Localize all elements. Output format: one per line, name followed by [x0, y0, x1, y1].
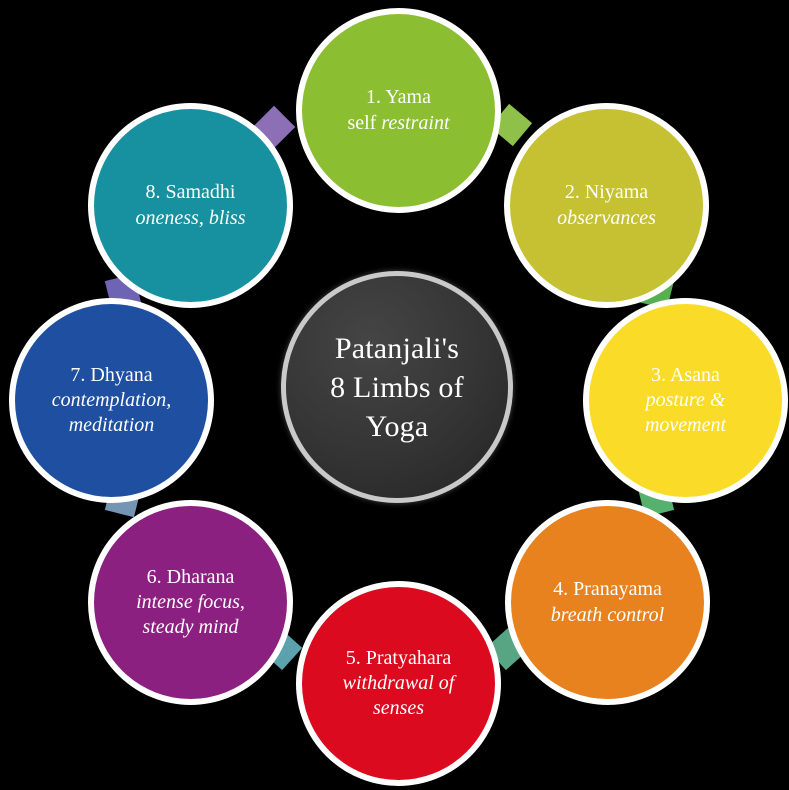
center-hub[interactable]: Patanjali's 8 Limbs of Yoga — [281, 271, 513, 503]
limb-subtitle-asana-line2: movement — [644, 414, 727, 437]
limb-label-pratyahara: 5. Pratyahara withdrawal of senses — [337, 646, 461, 722]
limb-circle-dharana[interactable]: 6. Dharana intense focus, steady mind — [88, 500, 293, 705]
limb-subtitle-pratyahara-line1: withdrawal of — [342, 671, 455, 694]
limb-title-pranayama: 4. Pranayama — [553, 578, 662, 601]
limb-label-asana: 3. Asana posture & movement — [639, 363, 732, 439]
limb-subtitle-niyama: observances — [557, 206, 656, 229]
limb-label-niyama: 2. Niyama observances — [551, 180, 662, 230]
limb-title-niyama: 2. Niyama — [564, 181, 649, 204]
limb-subtitle-pranayama: breath control — [550, 603, 665, 626]
center-hub-label: Patanjali's 8 Limbs of Yoga — [330, 329, 464, 446]
limb-circle-dhyana[interactable]: 7. Dhyana contemplation, meditation — [9, 298, 214, 503]
limb-subtitle-dharana-line2: steady mind — [142, 616, 239, 639]
limb-title-asana: 3. Asana — [651, 363, 720, 386]
limb-title-pratyahara: 5. Pratyahara — [345, 646, 452, 669]
limb-circle-pranayama[interactable]: 4. Pranayama breath control — [505, 500, 710, 705]
limb-circle-pratyahara[interactable]: 5. Pratyahara withdrawal of senses — [296, 581, 501, 786]
limb-label-yama: 1. Yama self restraint — [341, 85, 455, 135]
limb-label-pranayama: 4. Pranayama breath control — [545, 577, 671, 627]
limb-label-dhyana: 7. Dhyana contemplation, meditation — [46, 363, 177, 439]
limb-subtitle-dharana-line1: intense focus, — [136, 590, 245, 613]
center-hub-line3: Yoga — [365, 409, 429, 443]
limb-circle-samadhi[interactable]: 8. Samadhi oneness, bliss — [88, 103, 293, 308]
limb-title-yama: 1. Yama — [365, 86, 431, 109]
limb-circle-asana[interactable]: 3. Asana posture & movement — [583, 298, 788, 503]
limb-subtitle-asana-line1: posture & — [645, 388, 726, 411]
limb-subtitle-samadhi: oneness, bliss — [135, 206, 246, 229]
center-hub-line2: 8 Limbs of — [330, 370, 464, 404]
limb-title-samadhi: 8. Samadhi — [145, 181, 236, 204]
limb-label-dharana: 6. Dharana intense focus, steady mind — [130, 565, 251, 641]
center-hub-line1: Patanjali's — [334, 331, 460, 365]
limb-label-samadhi: 8. Samadhi oneness, bliss — [130, 180, 252, 230]
limb-title-dhyana: 7. Dhyana — [70, 363, 153, 386]
limb-subtitle-dhyana-line2: meditation — [68, 414, 155, 437]
limb-title-dharana: 6. Dharana — [146, 565, 235, 588]
limb-subtitle-dhyana-line1: contemplation, — [51, 388, 172, 411]
limb-circle-yama[interactable]: 1. Yama self restraint — [296, 8, 501, 213]
limb-subtitle-yama: self restraint — [347, 111, 450, 134]
limb-circle-niyama[interactable]: 2. Niyama observances — [504, 103, 709, 308]
limb-subtitle-pratyahara-line2: senses — [372, 697, 425, 720]
